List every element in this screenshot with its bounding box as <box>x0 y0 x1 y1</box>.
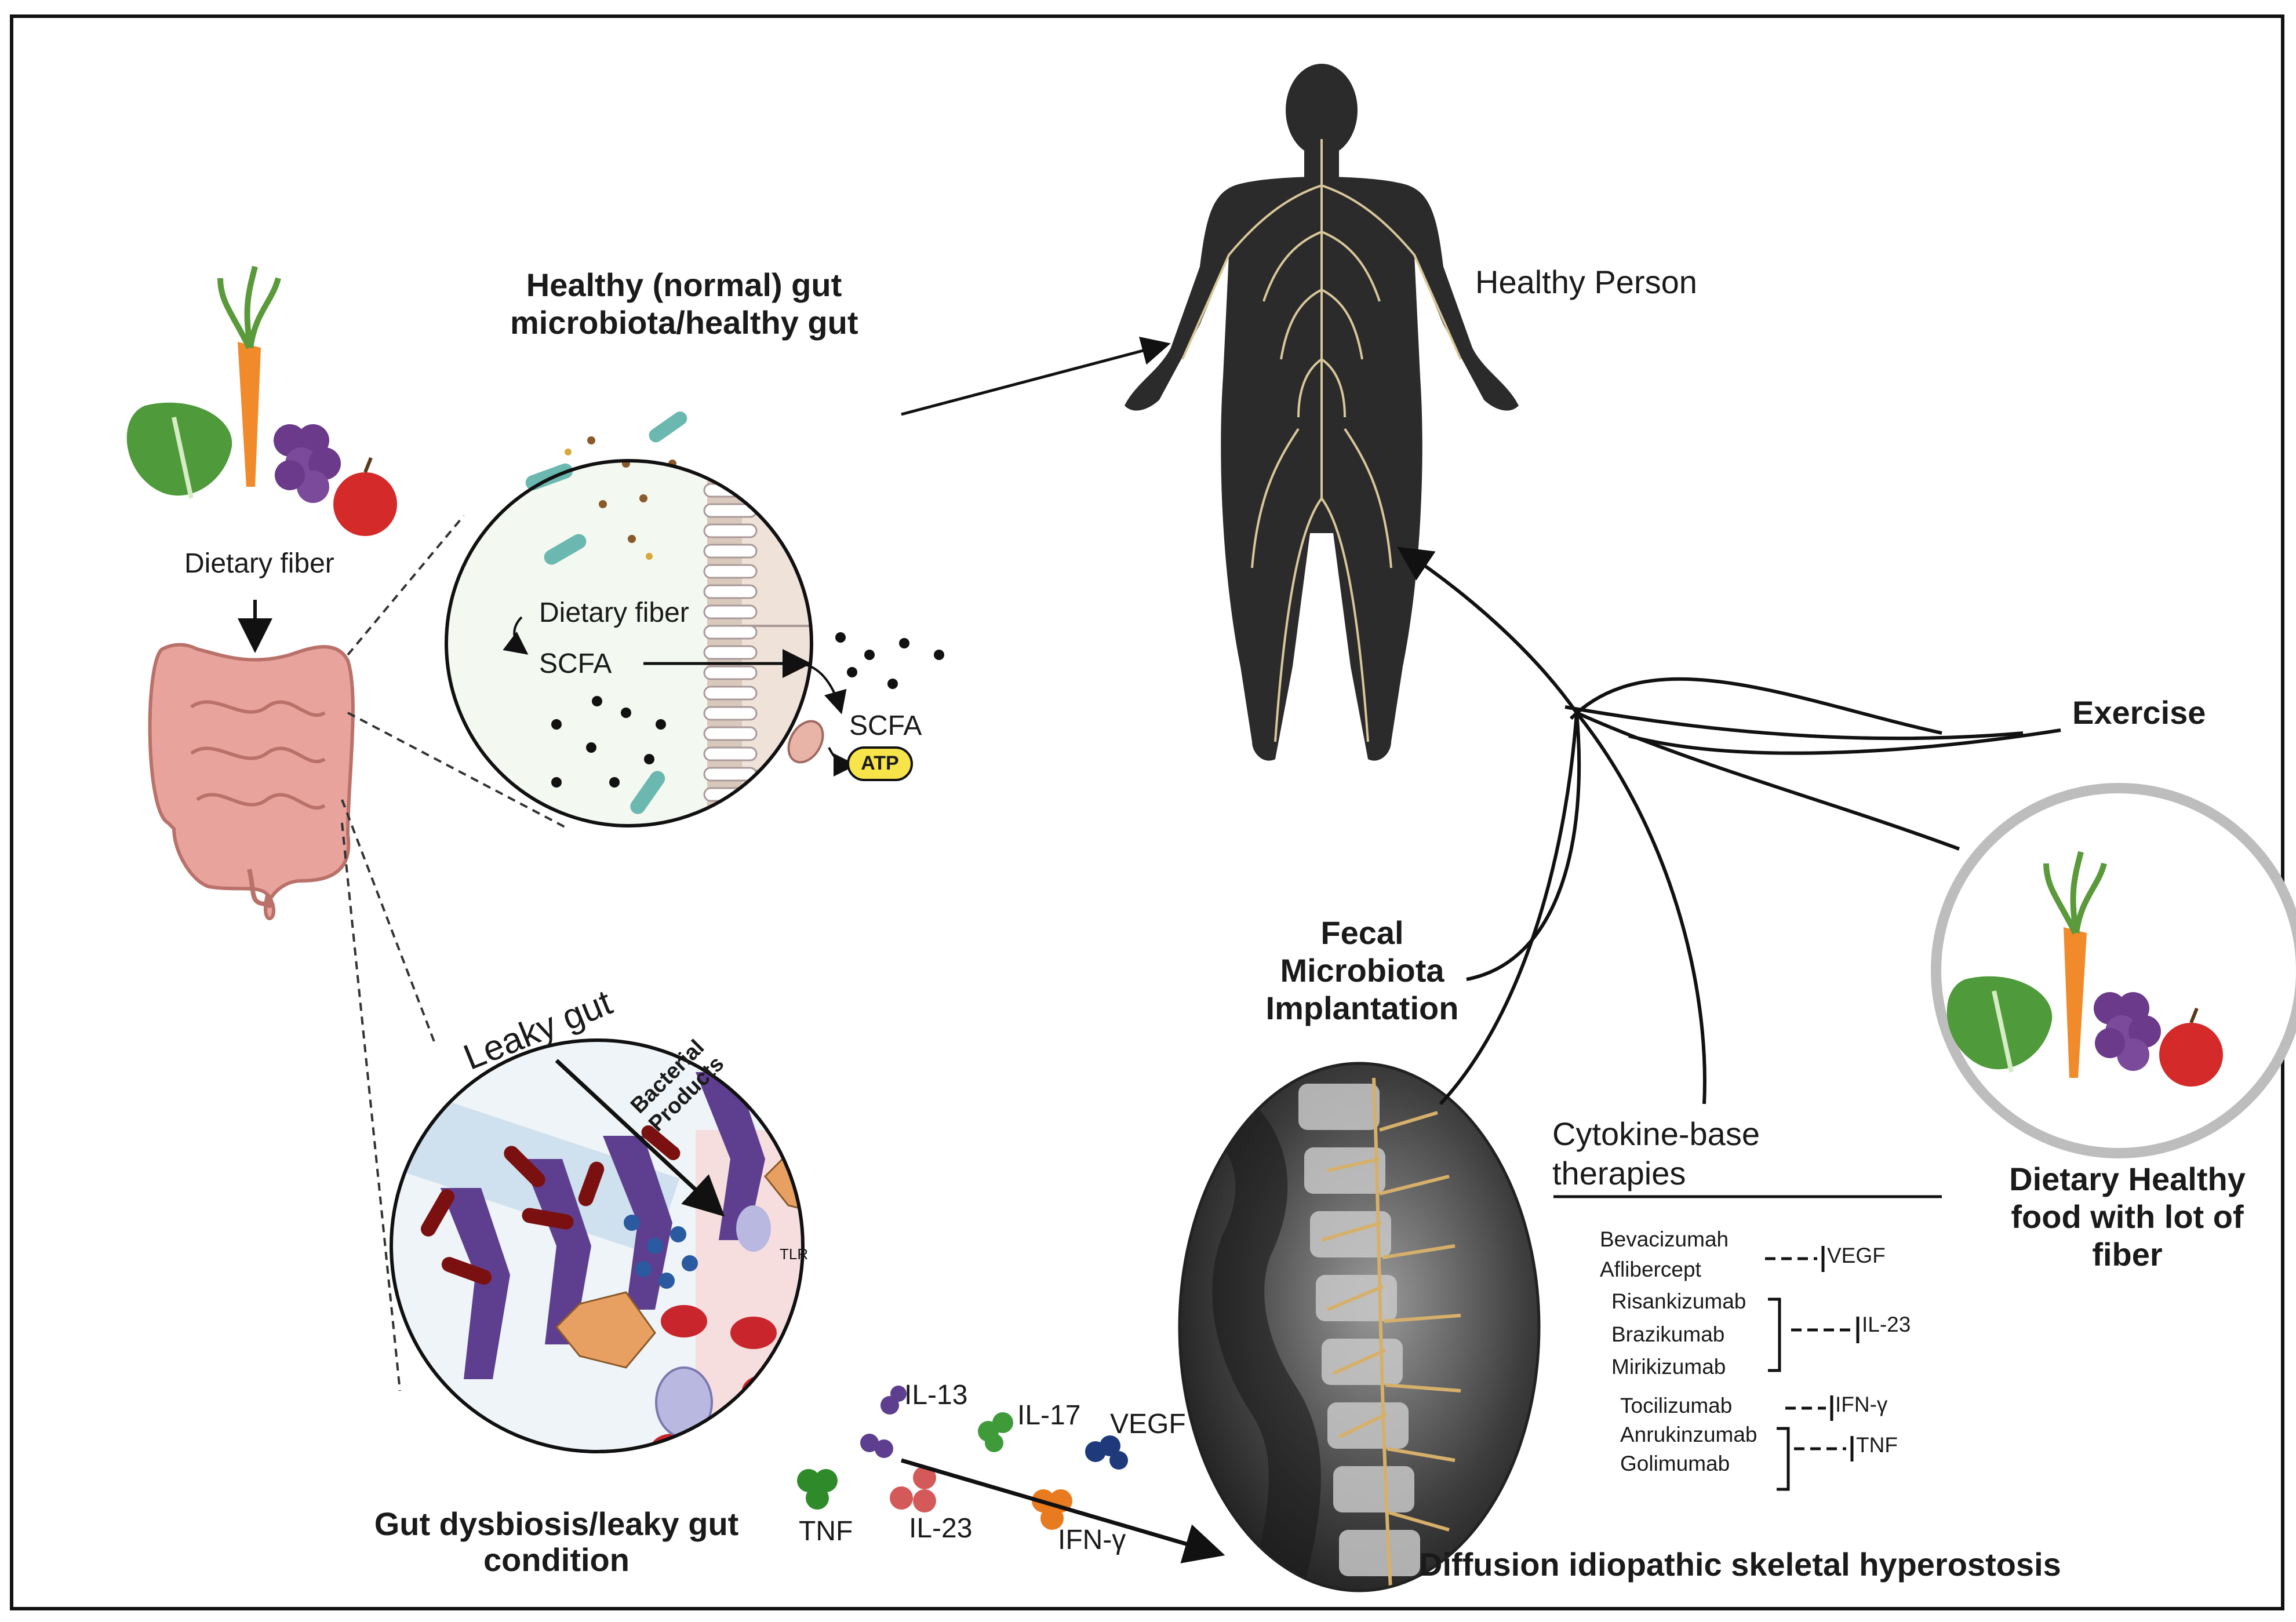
virus-particles <box>624 1215 698 1289</box>
fmt-label-line3: Implantation <box>1265 990 1459 1026</box>
intervention-curves <box>1397 546 2061 1106</box>
exercise-label: Exercise <box>2072 694 2206 731</box>
cytokine-tnf-icon <box>797 1469 838 1510</box>
healthy-dots <box>551 632 944 788</box>
food-group-left-icon <box>126 265 397 536</box>
cytokine-il13-icon <box>880 1386 907 1415</box>
healthy-food-label-line3: fiber <box>2092 1236 2163 1273</box>
scfa-label-right: SCFA <box>849 710 922 741</box>
fmt-label-line2: Microbiota <box>1280 952 1444 989</box>
cytokine-il13b-icon <box>860 1434 893 1458</box>
tlr-label: TLR <box>780 1245 809 1263</box>
dark-red-bacteria <box>421 1125 681 1285</box>
atp-label: ATP <box>861 752 899 774</box>
dish-label: Diffusion idiopathic skeletal hyperostos… <box>1419 1546 2061 1583</box>
spine-xray-image <box>1178 1062 1541 1592</box>
therapies-title-line1: Cytokine-base <box>1552 1116 1760 1152</box>
outer-frame <box>10 14 2284 1610</box>
target-tnf: TNF <box>1856 1433 1898 1457</box>
cytokine-label-il13: IL-13 <box>904 1380 968 1410</box>
cytokine-label-il23: IL-23 <box>909 1513 973 1544</box>
drug-tocilizumab: Tocilizumab <box>1620 1394 1733 1417</box>
nervous-system <box>1181 139 1462 742</box>
healthy-food-circle <box>1931 783 2296 1158</box>
healthy-food-label-line1: Dietary Healthy <box>2009 1161 2246 1197</box>
healthy-gut-title-line2: microbiota/healthy gut <box>510 304 858 341</box>
fmt-label-line1: Fecal <box>1320 914 1404 951</box>
cytokine-vegf-icon <box>1085 1435 1128 1470</box>
healthy-gut-circle <box>445 411 944 828</box>
healthy-food-label-line2: food with lot of <box>2011 1198 2244 1235</box>
target-il23: IL-23 <box>1862 1313 1911 1336</box>
dietary-fiber-label-left: Dietary fiber <box>184 548 334 579</box>
drug-brazikumab: Brazikumab <box>1611 1322 1725 1346</box>
drug-golimumab: Golimumab <box>1620 1452 1730 1475</box>
cytokine-label-tnf: TNF <box>799 1516 853 1547</box>
leaky-gut-caption-line2: condition <box>483 1541 630 1578</box>
cytokine-label-vegf: VEGF <box>1110 1409 1186 1439</box>
atp-badge <box>847 746 913 781</box>
leaky-gut-circle <box>390 1038 805 1453</box>
cytokine-il23-icon <box>890 1466 936 1512</box>
mitochondrion-icon <box>787 720 824 764</box>
therapies-title-line2: therapies <box>1552 1155 1686 1191</box>
drug-mirikizumab: Mirikizumab <box>1611 1355 1726 1379</box>
healthy-person-figure <box>1125 64 1519 761</box>
drug-aflibercept: Aflibercept <box>1600 1257 1701 1281</box>
inhibition-connectors <box>1765 1246 1860 1491</box>
cytokine-il17-icon <box>978 1412 1013 1452</box>
healthy-gut-title-line1: Healthy (normal) gut <box>526 267 842 303</box>
drug-bevacizumah: Bevacizumah <box>1600 1227 1729 1251</box>
healthy-person-label: Healthy Person <box>1475 264 1697 300</box>
target-vegf: VEGF <box>1827 1244 1886 1267</box>
target-ifng: IFN-γ <box>1835 1393 1888 1416</box>
intestine-icon <box>148 643 355 920</box>
scfa-label-left: SCFA <box>539 648 612 679</box>
leaky-gut-caption-line1: Gut dysbiosis/leaky gut <box>374 1506 739 1542</box>
cytokine-label-ifng: IFN-γ <box>1058 1525 1126 1555</box>
drug-anrukinzumab: Anrukinzumab <box>1620 1423 1758 1446</box>
spinal-nerves <box>1321 1077 1461 1591</box>
cytokine-label-il17: IL-17 <box>1017 1400 1081 1431</box>
dietary-fiber-label-inner: Dietary fiber <box>539 597 689 628</box>
drug-risankizumab: Risankizumab <box>1611 1289 1746 1313</box>
healthy-particles <box>565 436 676 560</box>
